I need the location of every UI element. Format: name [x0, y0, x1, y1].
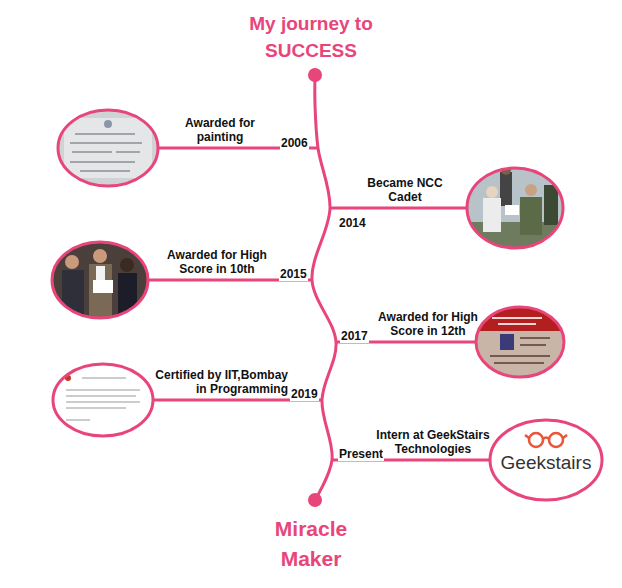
caption-slot: Awarded for High Score in 12th	[372, 310, 484, 338]
caption: Miracle Maker	[251, 514, 371, 574]
circle-border	[53, 364, 153, 436]
photo-detail	[65, 255, 79, 269]
photo-detail	[525, 184, 537, 196]
photo-detail	[70, 134, 142, 171]
year-label: 2015	[279, 267, 308, 281]
branch-line	[330, 207, 467, 210]
photo-detail	[64, 118, 152, 178]
photo-detail	[66, 378, 140, 420]
caption-slot: Awarded for High Score in 10th	[158, 248, 276, 276]
circle-border	[467, 168, 563, 248]
end-dot	[308, 68, 322, 82]
photo-detail	[500, 334, 514, 350]
milestone-label: Intern at GeekStairs Technologies	[374, 428, 492, 456]
certificate-photo	[58, 110, 158, 186]
photo-detail	[89, 264, 112, 318]
year-slot: 2006	[280, 133, 309, 151]
photo-detail	[104, 120, 112, 128]
milestone-label: Awarded for High Score in 10th	[158, 248, 276, 276]
award-photo	[52, 242, 148, 318]
award-photo	[476, 307, 564, 377]
ncc-photo	[467, 165, 563, 248]
photo-detail	[490, 338, 550, 363]
timeline-line	[312, 75, 336, 500]
photo-detail	[53, 364, 153, 436]
photo-detail	[500, 172, 512, 206]
photo-circle: Awarded for painting	[58, 110, 158, 186]
year-label: 2006	[280, 136, 309, 150]
photo-detail	[525, 435, 567, 439]
photo-detail	[549, 433, 563, 447]
year-label: 2019	[290, 387, 319, 401]
photo-circle: Awarded for High Score in 10th	[52, 242, 148, 318]
caption-slot: Awarded for painting	[165, 116, 275, 144]
year-slot: 2014	[338, 213, 367, 231]
circle-border	[476, 307, 564, 377]
photo-detail	[93, 280, 113, 293]
circle-outline	[52, 242, 148, 318]
photo-detail	[520, 197, 542, 235]
photo-detail	[476, 307, 564, 331]
milestone-label: Became NCC Cadet	[355, 176, 455, 204]
photo-circle: Certified by IIT,Bombay in Programming	[53, 364, 153, 436]
photo-detail	[505, 205, 519, 215]
caption-slot: Became NCC Cadet	[355, 176, 455, 204]
photo-detail	[544, 185, 558, 225]
circle-border	[52, 242, 148, 318]
photo-detail	[486, 186, 498, 198]
logo-text: Geekstairs	[501, 452, 592, 474]
caption-slot: Miracle Maker	[251, 514, 371, 574]
photo-detail	[52, 242, 148, 318]
year-label: 2017	[340, 329, 369, 343]
circle-outline	[476, 307, 564, 377]
year-label: Present	[338, 447, 384, 461]
year-slot: 2019	[290, 384, 319, 402]
certificate-photo	[53, 364, 153, 436]
year-slot: Present	[338, 444, 384, 462]
circle-border	[58, 110, 158, 186]
title: My journey to SUCCESS	[236, 10, 386, 64]
milestone-label: Awarded for painting	[165, 116, 275, 144]
photo-circle: Became NCC Cadet	[467, 168, 563, 248]
photo-detail	[467, 168, 563, 248]
milestone-label: Awarded for High Score in 12th	[372, 310, 484, 338]
photo-detail	[483, 198, 501, 232]
title-slot: My journey to SUCCESS	[236, 10, 386, 64]
photo-circle: Intern at GeekStairs TechnologiesGeeksta…	[490, 420, 602, 500]
caption-slot: Certified by IIT,Bombay in Programming	[152, 368, 288, 396]
year-slot: 2015	[279, 264, 308, 282]
circle-outline	[467, 168, 563, 248]
photo-circle: Awarded for High Score in 12th	[476, 307, 564, 377]
caption-slot: Intern at GeekStairs Technologies	[374, 428, 492, 456]
photo-detail	[93, 249, 107, 263]
photo-detail	[490, 420, 602, 500]
photo-detail	[58, 110, 158, 186]
milestone-label: Certified by IIT,Bombay in Programming	[152, 368, 288, 396]
year-label: 2014	[338, 216, 367, 230]
photo-detail	[120, 258, 134, 272]
logo-photo	[490, 420, 602, 500]
circle-border	[490, 420, 602, 500]
photo-detail	[529, 433, 543, 447]
circle-outline	[58, 110, 158, 186]
photo-detail	[476, 307, 564, 377]
circle-outline	[53, 364, 153, 436]
year-slot: 2017	[340, 326, 369, 344]
photo-detail	[492, 318, 542, 324]
end-dot	[308, 493, 322, 507]
